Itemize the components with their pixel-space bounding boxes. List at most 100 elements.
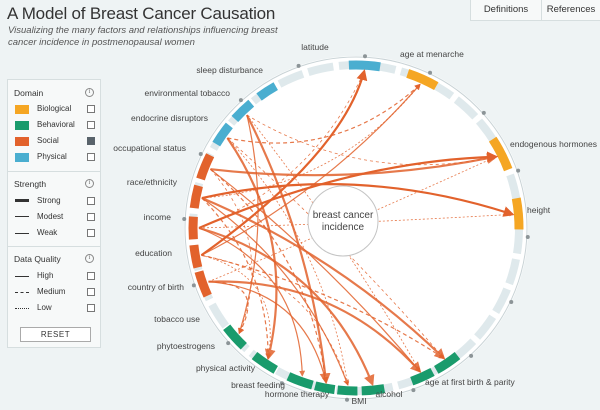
filter-behavioral[interactable]: Behavioral [15, 120, 95, 130]
factor-arc-endogenous-hormones[interactable] [488, 136, 513, 172]
relationship-link-strong[interactable] [200, 69, 368, 257]
physical-swatch [15, 153, 29, 162]
relationship-link[interactable] [208, 281, 249, 335]
filter-physical[interactable]: Physical [15, 152, 95, 162]
behavioral-checkbox[interactable] [87, 121, 95, 129]
relationship-link[interactable] [226, 137, 278, 361]
biological-checkbox[interactable] [87, 105, 95, 113]
strong-checkbox[interactable] [87, 197, 95, 205]
factor-arc-physical-activity[interactable] [286, 372, 314, 390]
factor-arc-age-at-first-birth-parity[interactable] [433, 352, 461, 374]
relationship-link[interactable] [201, 254, 349, 386]
low-checkbox[interactable] [87, 304, 95, 312]
ring-segment-empty [453, 96, 479, 120]
relationship-link-strong[interactable] [198, 151, 499, 230]
relationship-link[interactable] [208, 280, 422, 374]
factor-arc-education[interactable] [189, 244, 203, 269]
modest-line-icon [15, 216, 29, 217]
relationship-link-strong[interactable] [201, 183, 515, 217]
relationship-link[interactable] [237, 114, 259, 335]
factor-label[interactable]: race/ethnicity [127, 177, 178, 187]
factor-arc-breast-feeding[interactable] [314, 381, 336, 395]
filter-modest[interactable]: Modest [15, 212, 95, 222]
filter-medium[interactable]: Medium [15, 287, 95, 297]
ring-dot [516, 168, 521, 173]
factor-label[interactable]: tobacco use [154, 314, 200, 324]
factor-arc-height[interactable] [511, 197, 524, 230]
modest-checkbox[interactable] [87, 213, 95, 221]
factor-label[interactable]: alcohol [376, 389, 403, 399]
filter-high[interactable]: High [15, 271, 95, 281]
relationship-link[interactable] [227, 137, 350, 386]
factor-arc-race-ethnicity[interactable] [189, 184, 203, 209]
relationship-link[interactable] [246, 114, 497, 166]
weak-checkbox[interactable] [87, 229, 95, 237]
medium-line-icon [15, 292, 29, 293]
domain-info-icon[interactable]: i [85, 88, 94, 97]
definitions-link[interactable]: Definitions [471, 0, 542, 20]
ring-dot [363, 54, 368, 59]
filter-strong[interactable]: Strong [15, 196, 95, 206]
ring-dot [198, 151, 203, 156]
factor-label[interactable]: physical activity [196, 363, 256, 373]
relationship-link[interactable] [201, 83, 421, 199]
high-checkbox[interactable] [87, 272, 95, 280]
factor-arc-alcohol[interactable] [410, 367, 435, 386]
strength-info-icon[interactable]: i [85, 179, 94, 188]
relationship-link[interactable] [210, 168, 421, 373]
relationship-link[interactable] [245, 114, 331, 385]
factor-arc-occupational-status[interactable] [196, 153, 215, 181]
factor-label[interactable]: age at first birth & parity [425, 377, 516, 387]
factor-arc-latitude[interactable] [348, 60, 381, 72]
ring-dot [182, 216, 187, 221]
factor-arc-hormone-therapy[interactable] [337, 385, 358, 396]
relationship-link[interactable] [246, 114, 421, 373]
factor-label[interactable]: environmental tobacco [144, 88, 230, 98]
factor-arc-phytoestrogens[interactable] [251, 352, 279, 374]
factor-arc-bmi[interactable] [361, 384, 386, 396]
biological-swatch [15, 105, 29, 114]
factor-label[interactable]: endocrine disruptors [131, 113, 208, 123]
relationship-link[interactable] [198, 226, 375, 387]
factor-arc-country-of-birth[interactable] [194, 270, 212, 298]
factor-label[interactable]: education [135, 248, 172, 258]
social-checkbox[interactable] [87, 137, 95, 145]
factor-label[interactable]: age at menarche [400, 49, 464, 59]
ring-dot [411, 388, 416, 393]
factor-label[interactable]: endogenous hormones [510, 139, 597, 149]
filter-label: Social [37, 136, 59, 145]
filter-low[interactable]: Low [15, 303, 95, 313]
factor-arc-endocrine-disruptors[interactable] [212, 122, 233, 147]
factor-label[interactable]: latitude [301, 42, 329, 52]
references-link[interactable]: References [546, 4, 596, 15]
factor-label[interactable]: income [144, 212, 172, 222]
factor-arc-tobacco-use[interactable] [223, 324, 247, 350]
ring-dot [296, 63, 301, 68]
factor-label[interactable]: breast feeding [231, 380, 285, 390]
physical-checkbox[interactable] [87, 153, 95, 161]
reset-button[interactable]: RESET [20, 327, 91, 342]
quality-info-icon[interactable]: i [85, 254, 94, 263]
ring-segment-empty [513, 227, 523, 255]
medium-checkbox[interactable] [87, 288, 95, 296]
relationship-link[interactable] [201, 254, 271, 359]
factor-label[interactable]: sleep disturbance [196, 65, 263, 75]
ring-dot [509, 300, 514, 305]
filter-weak[interactable]: Weak [15, 228, 95, 238]
factor-arc-environmental-tobacco[interactable] [231, 99, 255, 122]
factor-arc-sleep-disturbance[interactable] [256, 82, 278, 101]
factor-label[interactable]: hormone therapy [265, 389, 330, 399]
filter-social[interactable]: Social [15, 136, 95, 146]
factor-label[interactable]: occupational status [113, 143, 186, 153]
factor-label[interactable]: phytoestrogens [157, 341, 215, 351]
relationship-link[interactable] [201, 197, 272, 360]
filter-biological[interactable]: Biological [15, 104, 95, 114]
factor-arc-age-at-menarche[interactable] [406, 69, 439, 91]
factor-label[interactable]: country of birth [128, 282, 184, 292]
strength-heading: Strength [14, 179, 47, 189]
wheel-outer-ring [184, 56, 528, 400]
divider [8, 171, 100, 172]
factor-label[interactable]: BMI [351, 396, 366, 406]
center-circle[interactable] [307, 185, 379, 257]
factor-label[interactable]: height [527, 205, 551, 215]
